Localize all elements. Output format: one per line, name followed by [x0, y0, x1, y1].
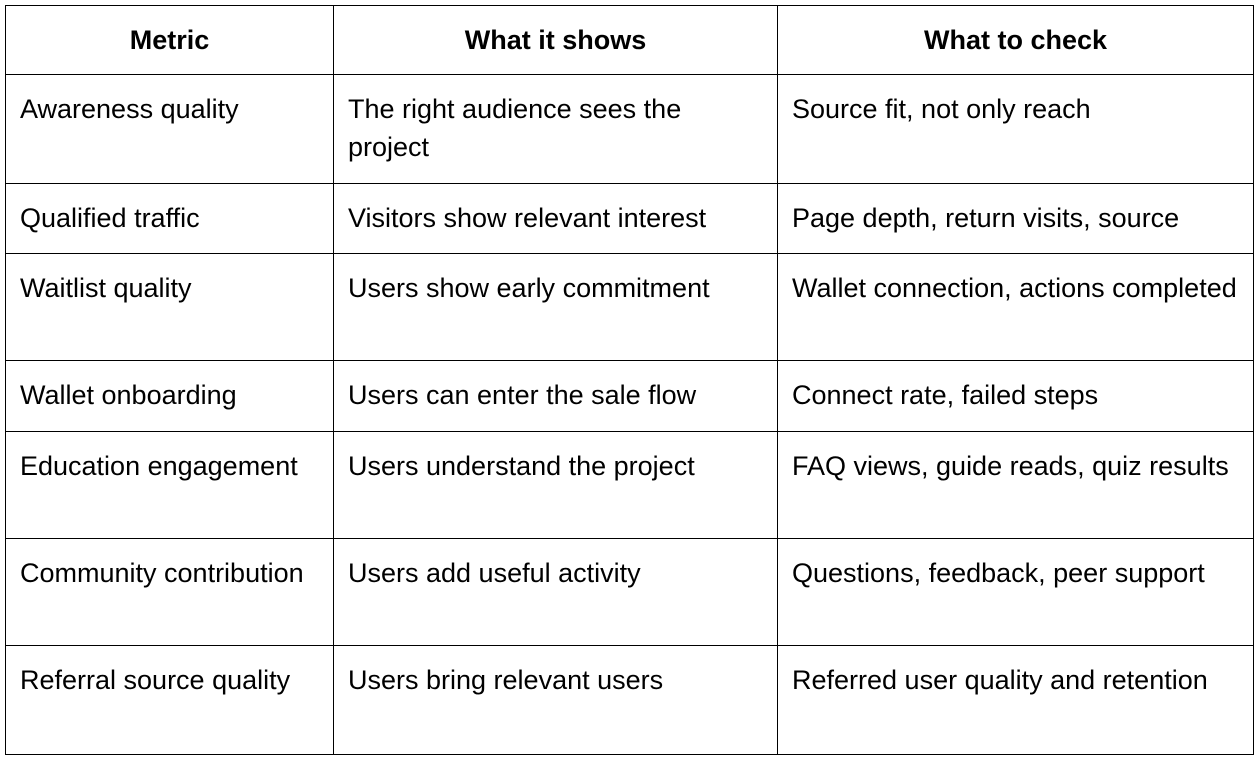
- what-to-check-cell: Connect rate, failed steps: [777, 360, 1254, 432]
- what-it-shows-cell: Users understand the project: [333, 431, 778, 539]
- column-header-what-it-shows: What it shows: [333, 5, 778, 75]
- metric-cell: Waitlist quality: [5, 253, 334, 361]
- table-row: Waitlist quality Users show early commit…: [5, 253, 1254, 361]
- metrics-table: Metric What it shows What to check Aware…: [5, 5, 1254, 755]
- table-row: Awareness quality The right audience see…: [5, 74, 1254, 184]
- what-it-shows-cell: Users bring relevant users: [333, 645, 778, 755]
- what-to-check-cell: Page depth, return visits, source: [777, 183, 1254, 254]
- what-to-check-cell: Questions, feedback, peer support: [777, 538, 1254, 646]
- what-to-check-cell: Wallet connection, actions completed: [777, 253, 1254, 361]
- table-row: Education engagement Users understand th…: [5, 431, 1254, 539]
- column-header-metric: Metric: [5, 5, 334, 75]
- metric-cell: Qualified traffic: [5, 183, 334, 254]
- column-header-what-to-check: What to check: [777, 5, 1254, 75]
- metric-cell: Referral source quality: [5, 645, 334, 755]
- table-row: Qualified traffic Visitors show relevant…: [5, 183, 1254, 254]
- metric-cell: Awareness quality: [5, 74, 334, 184]
- table-row: Referral source quality Users bring rele…: [5, 645, 1254, 755]
- what-it-shows-cell: Users show early commitment: [333, 253, 778, 361]
- header-row: Metric What it shows What to check: [5, 5, 1254, 75]
- what-to-check-cell: FAQ views, guide reads, quiz results: [777, 431, 1254, 539]
- metric-cell: Community contribution: [5, 538, 334, 646]
- what-to-check-cell: Source fit, not only reach: [777, 74, 1254, 184]
- metric-cell: Wallet onboarding: [5, 360, 334, 432]
- table-row: Wallet onboarding Users can enter the sa…: [5, 360, 1254, 432]
- what-it-shows-cell: Users add useful activity: [333, 538, 778, 646]
- what-it-shows-cell: Visitors show relevant interest: [333, 183, 778, 254]
- table-row: Community contribution Users add useful …: [5, 538, 1254, 646]
- metric-cell: Education engagement: [5, 431, 334, 539]
- what-it-shows-cell: Users can enter the sale flow: [333, 360, 778, 432]
- what-to-check-cell: Referred user quality and retention: [777, 645, 1254, 755]
- what-it-shows-cell: The right audience sees the project: [333, 74, 778, 184]
